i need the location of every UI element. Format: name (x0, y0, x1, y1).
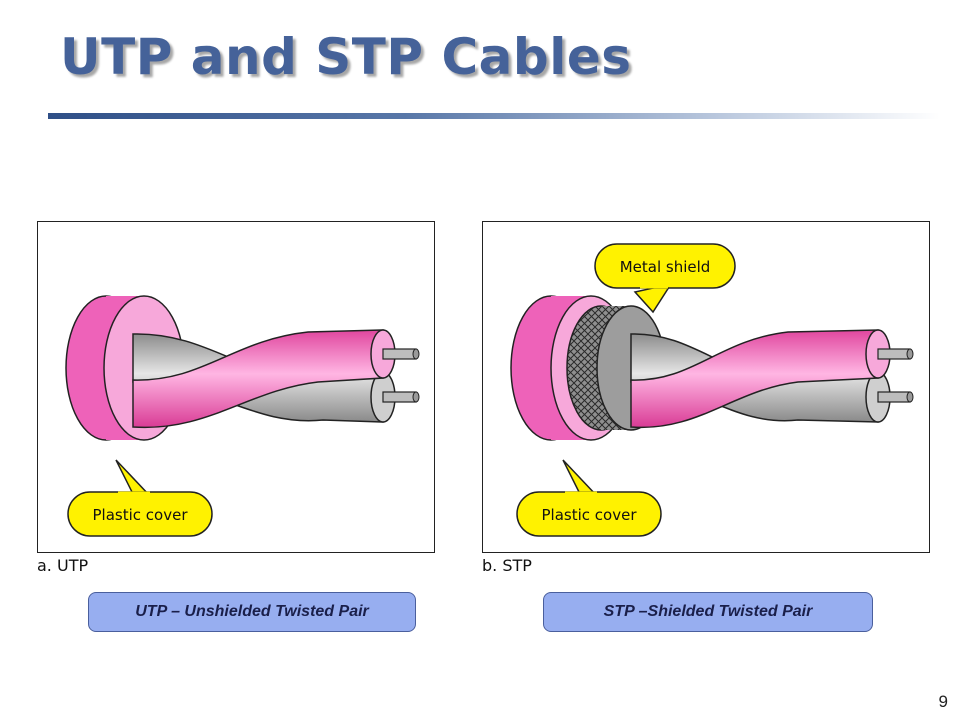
plastic-cover-label: Plastic cover (93, 506, 189, 524)
stp-caption: STP –Shielded Twisted Pair (543, 592, 873, 632)
utp-caption: UTP – Unshielded Twisted Pair (88, 592, 416, 632)
plastic-cover-callout: Plastic cover (67, 459, 213, 537)
stp-sub-label: b. STP (482, 556, 532, 575)
metal-shield-callout: Metal shield (594, 243, 736, 314)
utp-figure-panel: Plastic cover (37, 221, 435, 553)
stp-cable-illustration: Metal shield Plastic cover (510, 243, 914, 537)
pink-conductor (630, 329, 914, 429)
metal-shield-label: Metal shield (620, 258, 711, 276)
utp-cable-illustration: Plastic cover (65, 295, 420, 537)
stp-figure-panel: Metal shield Plastic cover (482, 221, 930, 553)
title-underline (48, 113, 940, 119)
page-number: 9 (938, 692, 948, 711)
plastic-cover-label: Plastic cover (542, 506, 638, 524)
plastic-cover-callout: Plastic cover (516, 459, 662, 537)
pink-conductor (132, 329, 420, 429)
utp-sub-label: a. UTP (37, 556, 89, 575)
slide-title: UTP and STP Cables (60, 28, 632, 86)
